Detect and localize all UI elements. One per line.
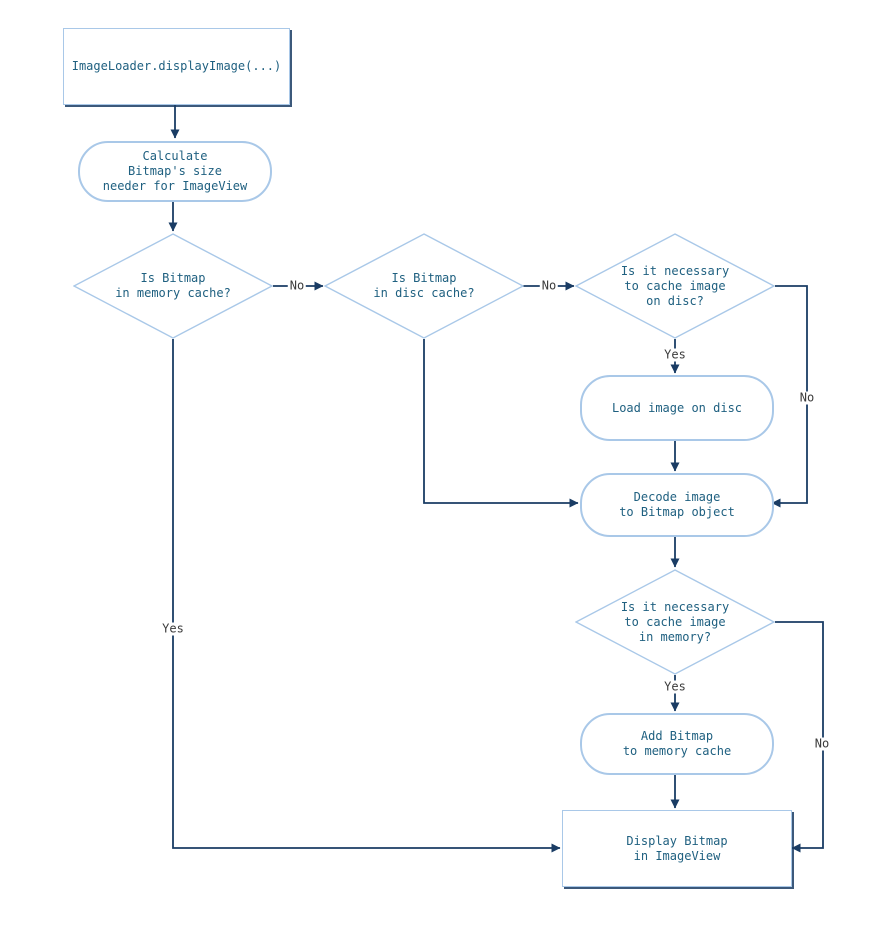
edge-disc-yes-to-decode (423, 339, 579, 508)
node-add-bitmap-to-memory: Add Bitmap to memory cache (580, 713, 774, 775)
edge-cache-memory-no-to-display (775, 621, 824, 853)
edge-label-cache-memory-no: No (812, 736, 832, 751)
node-display-bitmap: Display Bitmap in ImageView (562, 810, 792, 887)
node-calculate-size-label: Calculate Bitmap's size needer for Image… (102, 149, 248, 193)
node-decode-image-label: Decode image to Bitmap object (619, 490, 735, 519)
edge-label-cache-disc-no: No (797, 390, 817, 405)
node-add-bitmap-to-memory-label: Add Bitmap to memory cache (622, 729, 732, 758)
node-cache-on-disc-question: Is it necessary to cache image on disc? (575, 233, 775, 339)
node-start-label: ImageLoader.displayImage(...) (71, 59, 282, 73)
node-calculate-size: Calculate Bitmap's size needer for Image… (78, 141, 272, 202)
node-cache-in-memory-question: Is it necessary to cache image in memory… (575, 569, 775, 675)
node-disc-cache-question: Is Bitmap in disc cache? (324, 233, 524, 339)
diamond-shape (575, 569, 775, 675)
node-load-image-on-disc: Load image on disc (580, 375, 774, 441)
node-memory-cache-question-label: Is Bitmap in memory cache? (115, 271, 231, 300)
edge-memory-yes-to-display (172, 339, 561, 853)
edge-label-memory-yes: Yes (160, 621, 186, 636)
diamond-shape (73, 233, 273, 339)
node-memory-cache-question: Is Bitmap in memory cache? (73, 233, 273, 339)
node-display-bitmap-label: Display Bitmap in ImageView (626, 833, 728, 863)
edge-label-cache-memory-yes: Yes (662, 679, 688, 694)
diamond-shape (575, 233, 775, 339)
edge-label-disc-no: No (539, 278, 559, 293)
node-start: ImageLoader.displayImage(...) (63, 28, 290, 105)
node-cache-in-memory-question-label: Is it necessary to cache image in memory… (620, 599, 730, 644)
node-load-image-on-disc-label: Load image on disc (611, 400, 743, 415)
diamond-shape (324, 233, 524, 339)
node-cache-on-disc-question-label: Is it necessary to cache image on disc? (620, 263, 730, 308)
node-decode-image: Decode image to Bitmap object (580, 473, 774, 537)
edge-label-cache-disc-yes: Yes (662, 347, 688, 362)
edge-label-memory-no: No (287, 278, 307, 293)
node-disc-cache-question-label: Is Bitmap in disc cache? (373, 271, 475, 300)
